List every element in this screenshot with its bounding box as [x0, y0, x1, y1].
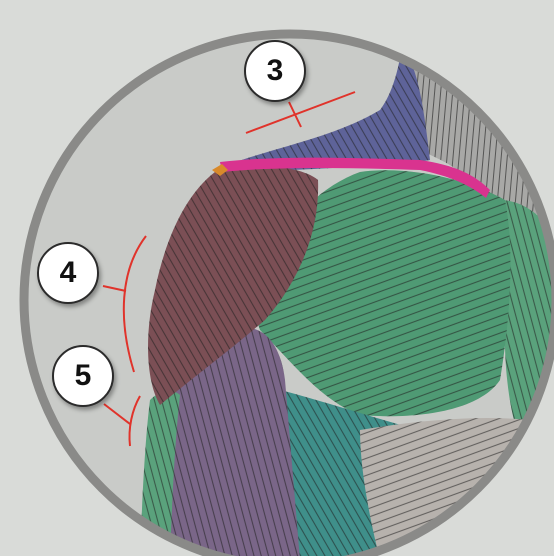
callout-5: 5 [52, 345, 114, 407]
callout-3: 3 [244, 40, 306, 102]
callout-4: 4 [37, 242, 99, 304]
